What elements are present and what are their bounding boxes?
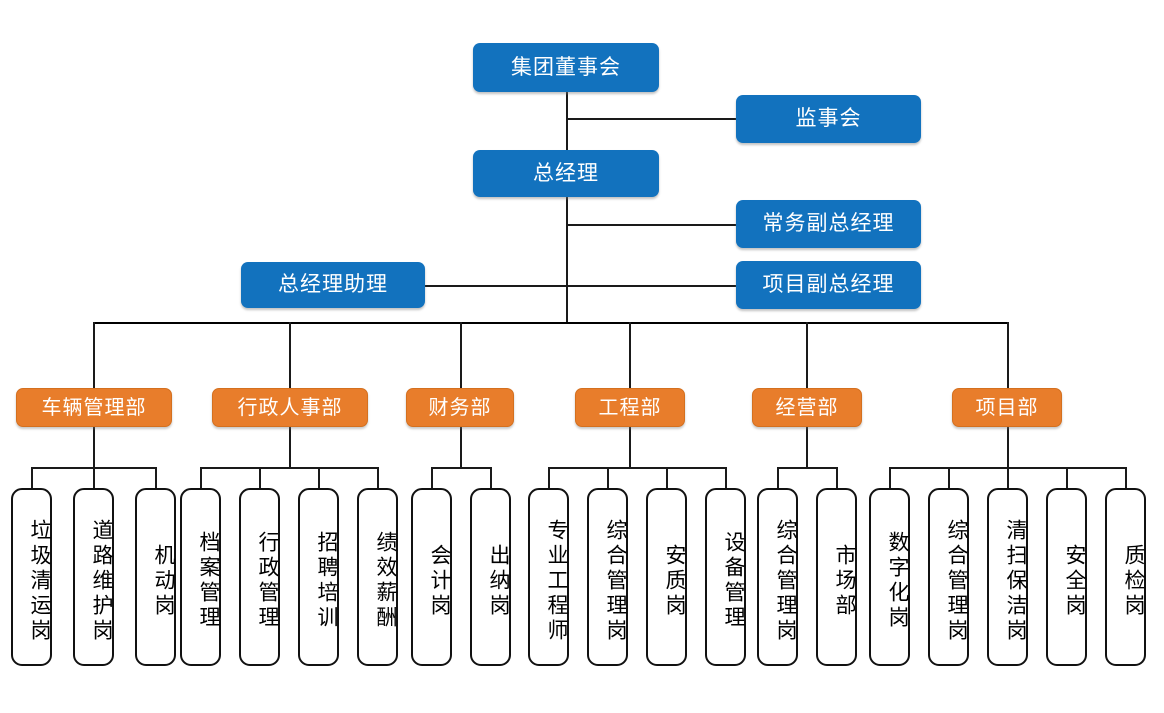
connector-dept3-drop-1 [431,467,433,489]
connector-gm-to-project-vp [566,285,736,287]
node-department-engineering[interactable]: 工程部 [575,388,685,427]
connector-bus-drop-3 [460,322,462,388]
connector-dept6-drop-1 [889,467,891,489]
node-position-flexible-duty[interactable]: 机动岗 [135,488,176,666]
connector-dept2-stem [289,426,291,468]
connector-gm-spine [566,197,568,324]
node-position-quality-inspection[interactable]: 质检岗 [1105,488,1146,666]
node-position-admin-management[interactable]: 行政管理 [239,488,280,666]
node-general-manager[interactable]: 总经理 [473,150,659,197]
connector-dept4-drop-3 [666,467,668,489]
connector-dept1-drop-1 [31,467,33,489]
node-position-road-maintenance[interactable]: 道路维护岗 [73,488,114,666]
connector-dept3-drop-2 [490,467,492,489]
connector-gm-to-assistant [424,285,567,287]
connector-dept5-bar [777,467,837,469]
node-position-professional-engineer[interactable]: 专业工程师 [528,488,569,666]
connector-dept1-drop-2 [93,467,95,489]
node-department-admin-hr[interactable]: 行政人事部 [212,388,368,427]
connector-dept5-stem [806,426,808,468]
connector-dept3-bar [431,467,491,469]
connector-gm-to-supervisory [566,118,736,120]
node-department-vehicle[interactable]: 车辆管理部 [16,388,172,427]
node-project-vice-gm[interactable]: 项目副总经理 [736,261,921,309]
node-position-equipment-management[interactable]: 设备管理 [705,488,746,666]
node-board[interactable]: 集团董事会 [473,43,659,92]
node-position-recruitment-training[interactable]: 招聘培训 [298,488,339,666]
connector-dept2-bar [200,467,378,469]
node-department-finance[interactable]: 财务部 [406,388,514,427]
connector-dept6-drop-3 [1007,467,1009,489]
node-supervisory-board[interactable]: 监事会 [736,95,921,143]
node-position-ops-general-management[interactable]: 综合管理岗 [757,488,798,666]
connector-dept4-drop-2 [607,467,609,489]
node-department-operations[interactable]: 经营部 [752,388,862,427]
connector-dept2-drop-4 [377,467,379,489]
node-position-performance-salary[interactable]: 绩效薪酬 [357,488,398,666]
connector-dept6-drop-4 [1066,467,1068,489]
connector-dept3-stem [460,426,462,468]
node-position-cashier[interactable]: 出纳岗 [470,488,511,666]
connector-dept4-stem [629,426,631,468]
connector-bus-drop-5 [806,322,808,388]
connector-dept6-drop-2 [948,467,950,489]
connector-bus-drop-6 [1007,322,1009,388]
node-department-project[interactable]: 项目部 [952,388,1062,427]
connector-gm-to-executive-vp [566,224,736,226]
connector-dept6-drop-5 [1125,467,1127,489]
connector-dept1-drop-3 [155,467,157,489]
node-position-cleaning-sanitation[interactable]: 清扫保洁岗 [987,488,1028,666]
connector-dept6-stem [1007,426,1009,468]
node-position-digitalization[interactable]: 数字化岗 [869,488,910,666]
node-position-records-management[interactable]: 档案管理 [180,488,221,666]
connector-dept2-drop-2 [259,467,261,489]
node-position-proj-general-management[interactable]: 综合管理岗 [928,488,969,666]
node-position-safety-quality[interactable]: 安质岗 [646,488,687,666]
connector-bus-drop-1 [93,322,95,388]
connector-department-bus [93,322,1009,324]
connector-bus-drop-4 [629,322,631,388]
node-gm-assistant[interactable]: 总经理助理 [241,262,425,308]
connector-dept2-drop-1 [200,467,202,489]
node-position-accounting[interactable]: 会计岗 [411,488,452,666]
connector-dept2-drop-3 [318,467,320,489]
connector-dept5-drop-2 [836,467,838,489]
connector-dept4-bar [548,467,726,469]
node-position-eng-general-management[interactable]: 综合管理岗 [587,488,628,666]
connector-dept5-drop-1 [777,467,779,489]
node-position-safety[interactable]: 安全岗 [1046,488,1087,666]
connector-dept4-drop-1 [548,467,550,489]
node-position-waste-transport[interactable]: 垃圾清运岗 [11,488,52,666]
connector-dept1-stem [93,426,95,468]
connector-dept4-drop-4 [725,467,727,489]
node-executive-vice-gm[interactable]: 常务副总经理 [736,200,921,248]
node-position-marketing[interactable]: 市场部 [816,488,857,666]
connector-bus-drop-2 [289,322,291,388]
